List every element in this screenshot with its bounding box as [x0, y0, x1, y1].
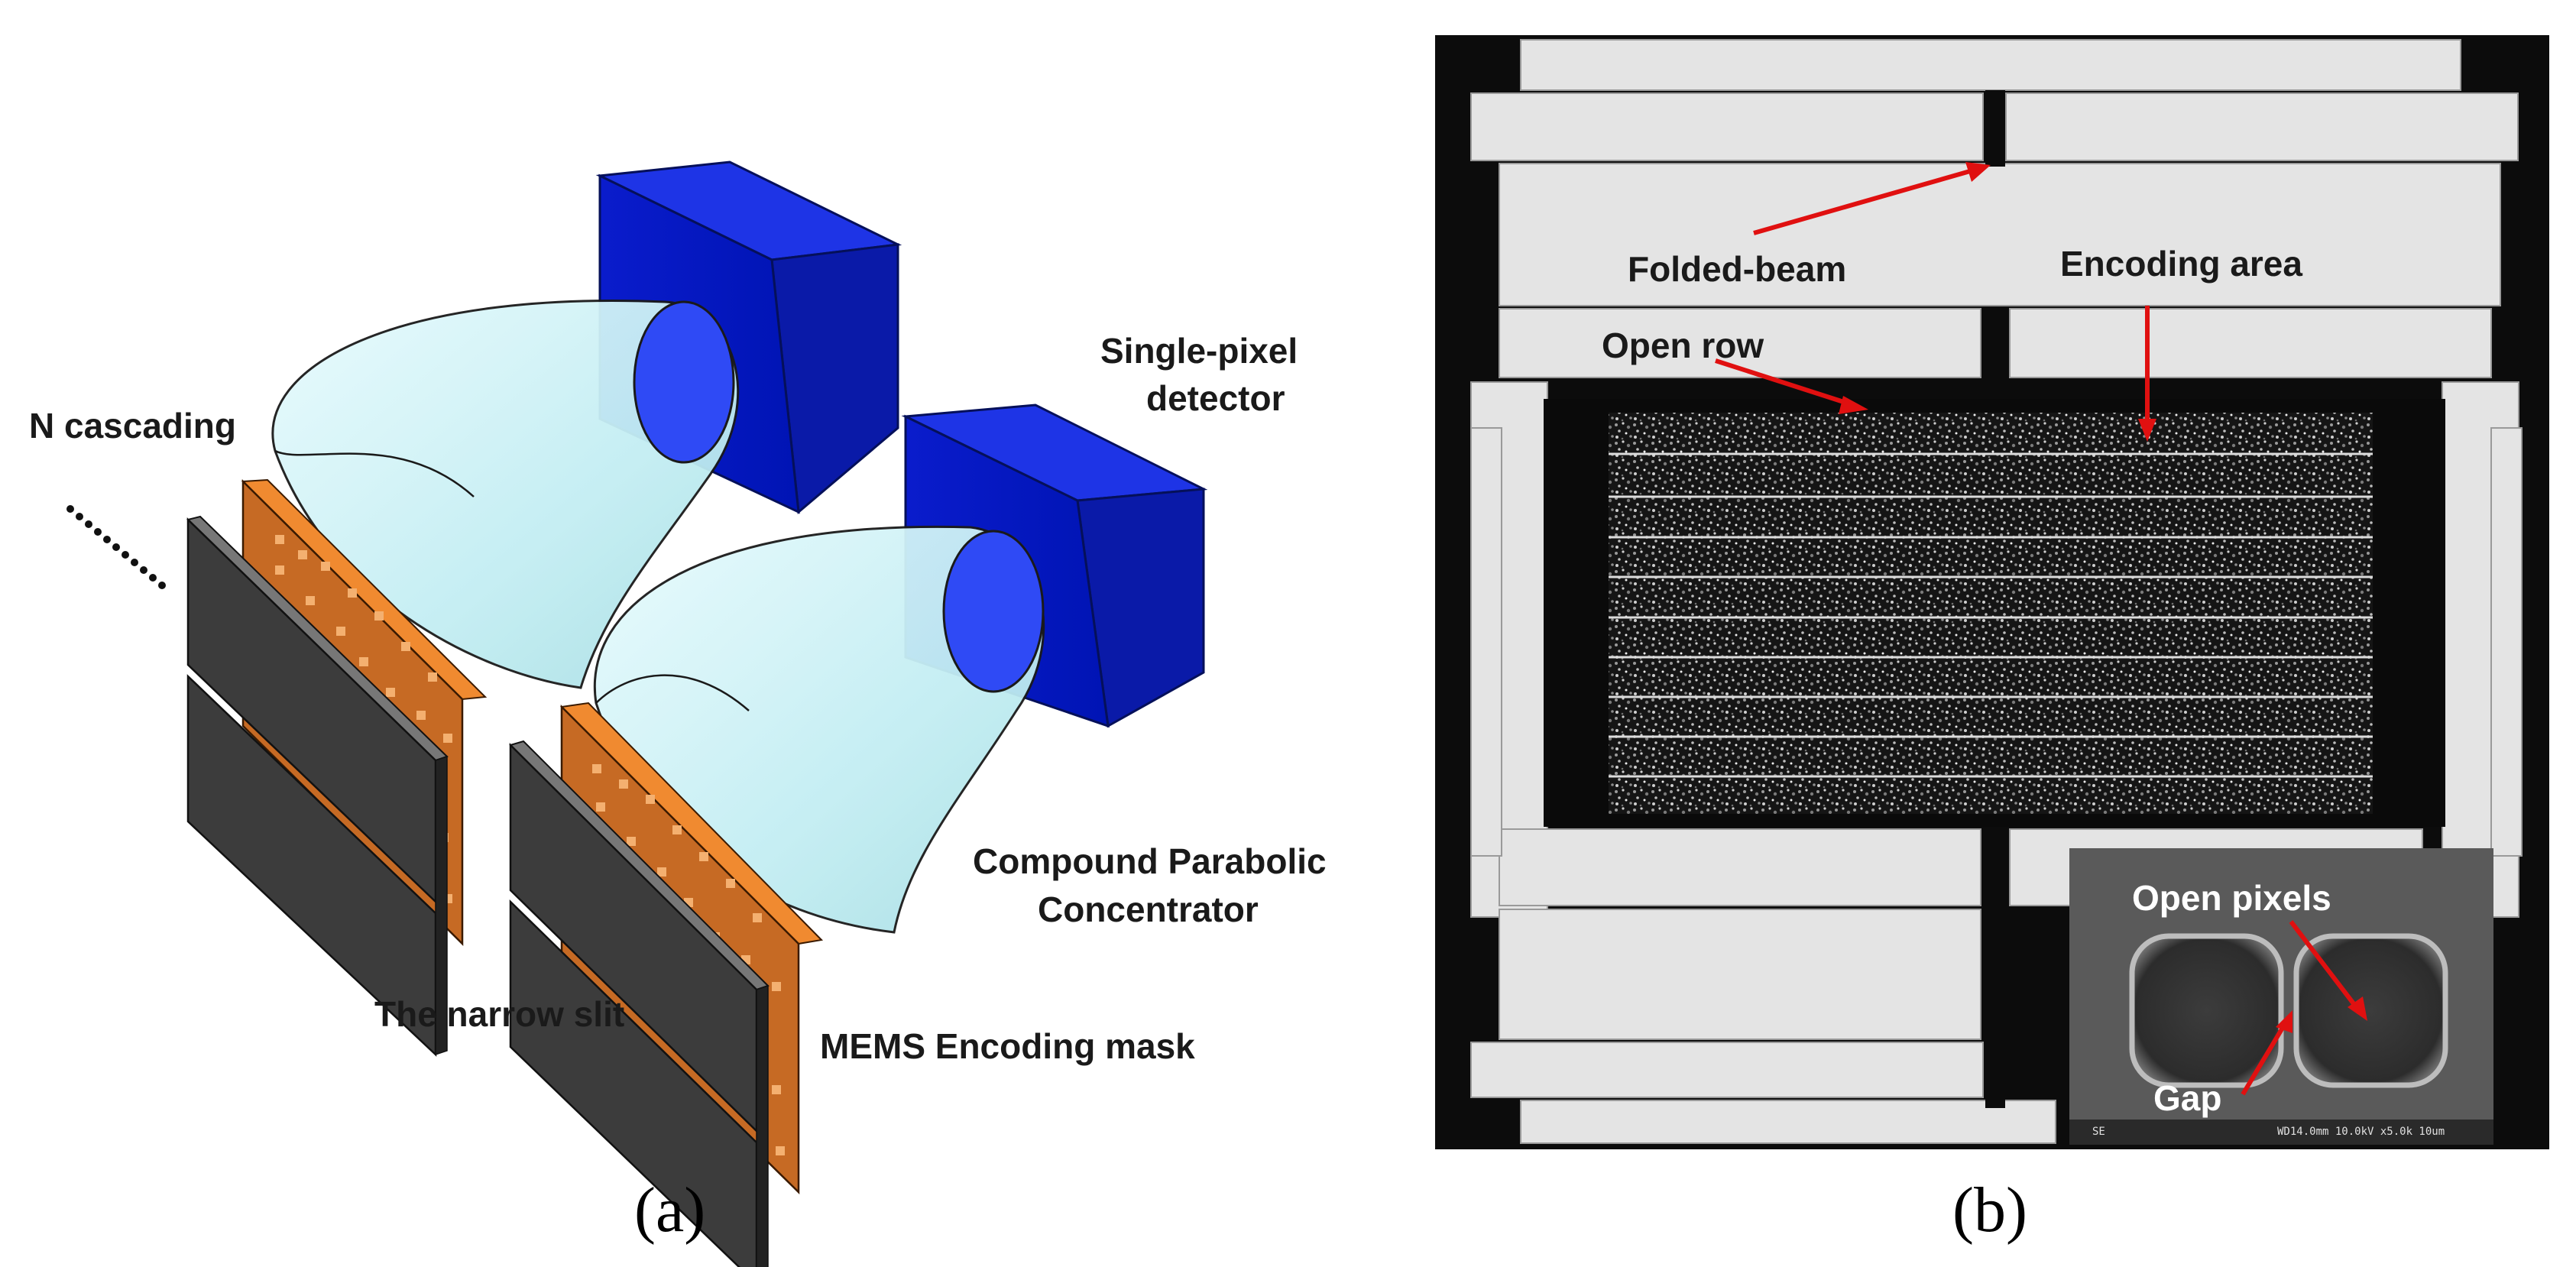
label-cpc-line2: Concentrator	[1038, 889, 1259, 929]
sem-scale-left: SE	[2092, 1126, 2105, 1138]
label-open-pixels: Open pixels	[2132, 878, 2331, 918]
label-detector-line1: Single-pixel	[1100, 331, 1298, 371]
label-slit: The narrow slit	[374, 994, 625, 1034]
label-mask: MEMS Encoding mask	[820, 1026, 1195, 1066]
sem-scale-right: WD14.0mm 10.0kV x5.0k 10um	[2277, 1126, 2445, 1138]
label-open-row: Open row	[1602, 326, 1764, 365]
right-slit	[509, 740, 770, 1267]
label-folded-beam: Folded-beam	[1628, 249, 1847, 289]
open-rows	[1609, 452, 2373, 778]
label-gap: Gap	[2153, 1078, 2222, 1118]
label-cpc-line1: Compound Parabolic	[973, 841, 1327, 881]
left-slit	[186, 515, 449, 1057]
panel-a-label: (a)	[634, 1175, 706, 1246]
sem-inset	[2069, 848, 2493, 1145]
annotation-arrows	[1715, 162, 2367, 1096]
label-n-cascading: N cascading	[29, 406, 236, 446]
cascading-dots	[66, 505, 166, 589]
panel-a-drawing	[66, 160, 1208, 1267]
label-encoding-area: Encoding area	[2060, 244, 2302, 284]
left-concentrator	[271, 300, 740, 689]
folded-beam-plates	[1470, 39, 2523, 1144]
panel-b-label: (b)	[1952, 1175, 2027, 1246]
label-detector-line2: detector	[1146, 378, 1285, 418]
